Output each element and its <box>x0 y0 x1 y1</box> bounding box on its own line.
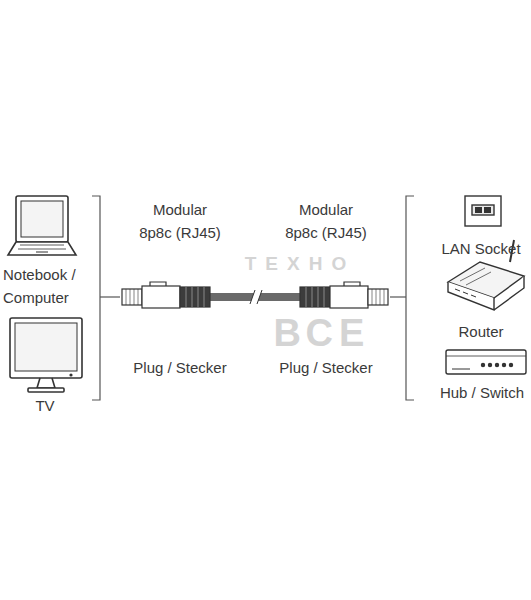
bracket <box>390 196 414 400</box>
part-label: Modular 8p8c (RJ45) <box>282 198 370 244</box>
bracket <box>92 196 120 400</box>
device-label: Router <box>434 320 528 343</box>
rj45-plug <box>300 282 388 308</box>
part-label: Plug / Stecker <box>125 356 235 379</box>
notebook-icon <box>8 196 76 255</box>
part-label: Plug / Stecker <box>271 356 381 379</box>
device-label: TV <box>15 394 75 417</box>
lan-socket-icon <box>465 196 501 226</box>
watermark: ВСЕ <box>252 310 392 356</box>
hub-switch-icon <box>446 350 526 374</box>
cable <box>208 290 302 304</box>
device-label: Hub / Switch <box>436 381 528 404</box>
watermark: ТЕХНО <box>220 252 380 275</box>
rj45-plug <box>122 282 210 308</box>
device-label: LAN Socket <box>434 237 528 260</box>
tv-icon <box>10 318 82 392</box>
part-label: Modular 8p8c (RJ45) <box>136 198 224 244</box>
device-label: Notebook / Computer <box>3 263 85 309</box>
